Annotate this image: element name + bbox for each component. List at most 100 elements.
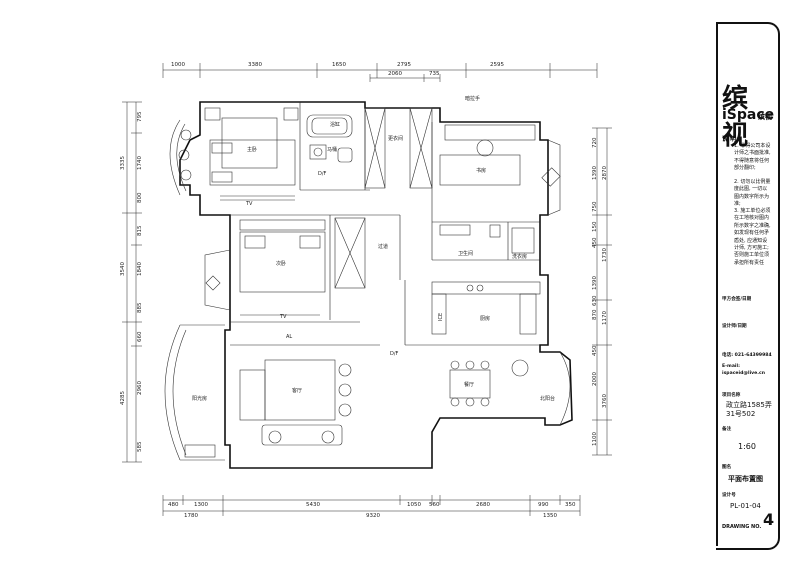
right-dim-13: 2000 [592,372,598,386]
left-dim-3: 1740 [137,156,143,170]
balcony-sunroom [164,324,225,461]
top-dim-4: 2795 [397,62,411,68]
right-dim-6: 450 [592,237,598,248]
bottom-dim-2: 1300 [194,502,208,508]
left-dim-10: 4285 [120,391,126,405]
room-label-closet: 更衣间 [388,135,403,142]
bay-window-left-2 [204,249,231,311]
bottom-total-dim-2: 9320 [366,513,380,519]
left-dimensions: 795 3335 1740 800 815 3540 1840 885 660 … [120,101,143,463]
bay-window-master [169,119,192,196]
drawing-code: PL-01-04 [730,502,761,510]
label-door-mark-2: D/F [390,351,399,357]
bottom-dimensions: 480 1300 5430 1050 560 2680 990 350 1780… [162,495,581,519]
top-sub-dim-1: 2060 [388,71,402,77]
bottom-dim-8: 350 [565,502,576,508]
bottom-dim-1: 480 [168,502,179,508]
left-dim-9: 660 [137,331,143,342]
client-sign-label: 甲方会签/日期 [722,297,752,302]
room-label-living-room: 客厅 [292,387,302,394]
label-door-mark-1: D/F [318,171,327,177]
note-1: 1. 非得公司本设计师之书面批准, 不得随意将任何部分翻印; [734,143,771,172]
left-dim-4: 800 [137,192,143,203]
dining-furniture [449,359,529,407]
drawing-no-label: DRAWING NO. [722,524,762,530]
top-dim-1: 1000 [171,62,185,68]
closet-cabinets [364,107,433,189]
room-label-dining-room: 餐厅 [464,381,474,388]
right-dim-7: 1730 [602,248,608,262]
room-label-laundry: 洗衣房 [512,253,527,260]
right-dim-12: 450 [592,345,598,356]
drawing-name-label: 图名 [722,465,732,470]
right-dim-10: 870 [592,309,598,320]
label-ac: AL [286,334,292,340]
room-label-study: 书房 [476,167,486,174]
brand-logo-en: iSpace [722,107,775,123]
bottom-dim-7: 990 [538,502,549,508]
room-label-sunroom: 阳光房 [192,395,207,402]
room-label-kitchen: 厨房 [480,315,490,322]
right-dimensions: 720 1390 2870 750 150 450 1730 1390 630 … [592,127,612,456]
bathroom-fixtures [306,114,353,163]
right-dim-15: 1100 [592,432,598,446]
corridor-cabinets [334,217,366,289]
email-text: ispaceid@live.cn [722,371,765,376]
bottom-dim-6: 2680 [476,502,490,508]
right-dim-3: 2870 [602,166,608,180]
master-bedroom-furniture [204,107,299,201]
label-ice: ICE [438,313,444,321]
project-name-label: 项目名称 [722,393,741,398]
right-dim-9: 630 [592,295,598,306]
bay-window-right [541,139,571,426]
room-label-balcony: 北阳台 [540,395,555,402]
top-dim-5: 2595 [490,62,504,68]
remark-label: 备注 [722,427,732,432]
title-block-divider [716,22,718,546]
top-sub-dim-2: 735 [429,71,440,77]
label-sliding-door: 暗拉手 [465,95,480,102]
drawing-name: 平面布置图 [728,475,763,483]
project-name: 政立路1585弄31号502 [726,401,772,418]
second-bedroom-furniture [239,219,326,316]
note-2: 2. 切勿以比例量度此图, 一切以图内数字所示为准; [734,179,771,208]
walls [179,101,573,469]
note-3: 3. 施工单位必须在工地核对图内所示数字之准确, 如发现有任何矛盾处, 应通知设… [734,208,771,266]
brand-logo-cn: 缤视 [722,84,750,151]
top-dimensions: 1000 3380 1650 2795 2595 2060 735 [162,62,598,82]
top-dim-2: 3380 [248,62,262,68]
left-dim-5: 815 [137,225,143,236]
right-dim-4: 750 [592,201,598,212]
drawing-no: 4 [763,510,775,529]
left-dim-2: 3335 [120,156,126,170]
left-dim-6: 3540 [120,262,126,276]
study-furniture [439,124,536,186]
right-dim-11: 1170 [602,311,608,325]
right-dim-1: 720 [592,137,598,148]
tv-label-1: TV [245,201,253,207]
bottom-dim-4: 1050 [407,502,421,508]
room-label-toilet: 马桶 [327,146,337,153]
bottom-dim-3: 5430 [306,502,320,508]
notes-title: 说 明: [722,136,739,143]
phone-text: 电话: 021-64399984 [722,353,772,358]
drawing-code-label: 设计号 [722,493,736,498]
room-label-bathroom: 浴缸 [330,121,340,128]
bottom-total-dim-3: 1350 [543,513,557,519]
living-room-furniture [239,359,352,446]
right-dim-14: 3760 [602,394,608,408]
left-dim-8: 885 [137,302,143,313]
bottom-dim-5: 560 [429,502,440,508]
right-dim-2: 1390 [592,166,598,180]
room-label-bathroom2: 卫生间 [458,250,473,257]
left-dim-11: 2960 [137,381,143,395]
room-label-master-bedroom: 主卧 [247,146,257,153]
bottom-total-dim-1: 1780 [184,513,198,519]
right-dim-5: 150 [592,221,598,232]
left-dim-1: 795 [137,111,143,122]
brand-logo-small: 缤视 [758,113,772,121]
email-label: E-mail: [722,364,740,369]
room-label-corridor: 过道 [378,243,388,250]
right-dim-8: 1390 [592,276,598,290]
